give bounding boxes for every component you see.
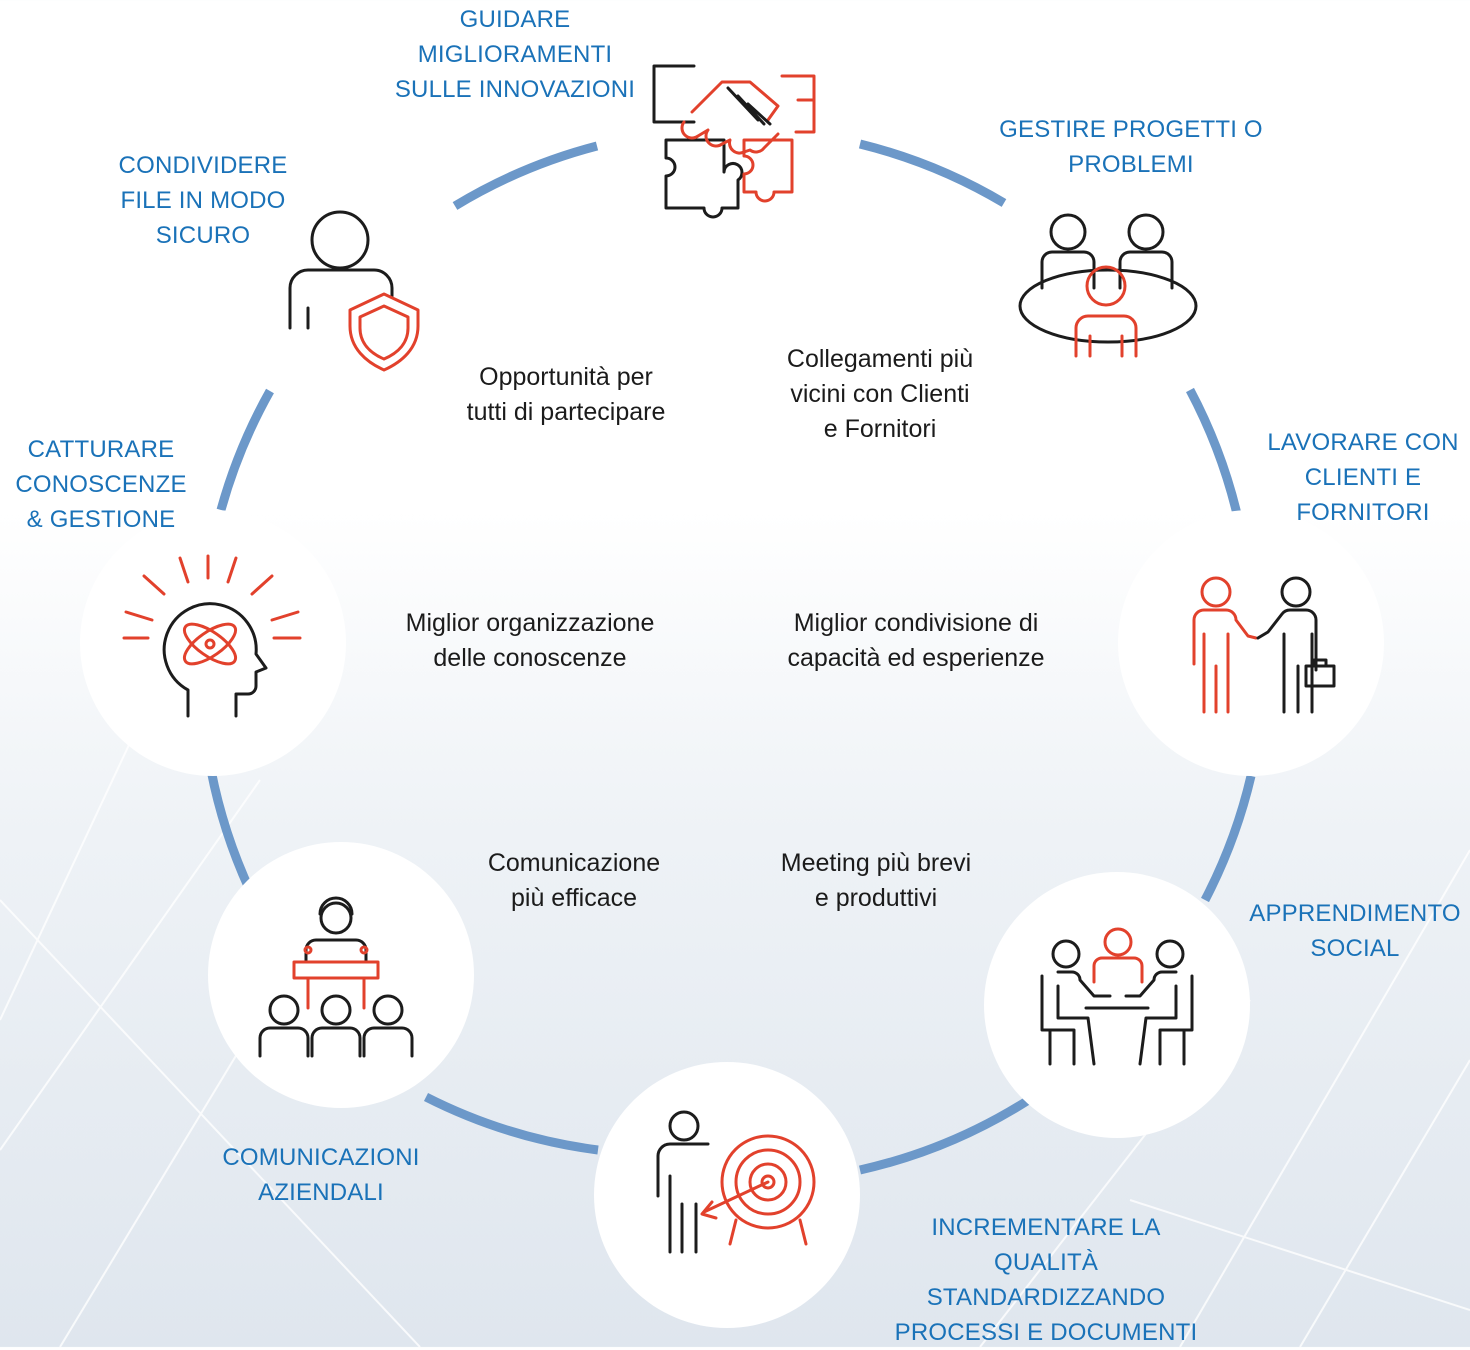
benefit-collegamenti: Collegamenti più vicini con Clienti e Fo… bbox=[786, 345, 974, 443]
group-discussion-icon bbox=[1036, 926, 1198, 1068]
meeting-table-icon bbox=[1018, 210, 1198, 360]
label-qualita: INCREMENTARE LA QUALITÀ STANDARDIZZANDO … bbox=[894, 1214, 1198, 1346]
ring-arc-bottom-left bbox=[423, 1092, 599, 1155]
ring-arc-top-left bbox=[452, 141, 599, 210]
label-social: APPRENDIMENTO SOCIAL bbox=[1249, 900, 1461, 962]
benefit-organizzazione: Miglior organizzazione delle conoscenze bbox=[405, 609, 655, 672]
label-comunicazioni: COMUNICAZIONI AZIENDALI bbox=[222, 1144, 420, 1206]
benefit-partecipare: Opportunità per tutti di partecipare bbox=[466, 363, 666, 426]
user-shield-icon bbox=[284, 204, 424, 374]
benefit-comunicazione: Comunicazione più efficace bbox=[487, 849, 661, 912]
ring-arc-bottom-right bbox=[859, 1097, 1030, 1175]
ring-arc-left-upper bbox=[216, 388, 274, 512]
handshake-puzzle-icon bbox=[652, 60, 817, 219]
ring-arc-right-lower bbox=[1201, 774, 1256, 903]
disc-qualita bbox=[594, 1062, 860, 1328]
target-icon bbox=[652, 1106, 818, 1256]
label-file: CONDIVIDERE FILE IN MODO SICURO bbox=[118, 152, 288, 249]
business-handshake-icon bbox=[1186, 574, 1336, 714]
ring-arc-left-lower bbox=[206, 769, 258, 899]
disc-comunicazioni bbox=[208, 842, 474, 1108]
speaker-audience-icon bbox=[254, 896, 420, 1058]
ring-arc-top-right bbox=[858, 139, 1007, 207]
benefit-meeting: Meeting più brevi e produttivi bbox=[780, 849, 972, 912]
benefit-condivisione: Miglior condivisione di capacità ed espe… bbox=[787, 609, 1045, 672]
disc-social bbox=[984, 872, 1250, 1138]
label-conoscenze: CATTURARE CONOSCENZE & GESTIONE bbox=[15, 436, 187, 533]
disc-clienti bbox=[1118, 510, 1384, 776]
label-innovazioni: GUIDARE MIGLIORAMENTI SULLE INNOVAZIONI bbox=[394, 6, 636, 103]
label-clienti: LAVORARE CON CLIENTI E FORNITORI bbox=[1267, 429, 1459, 526]
label-progetti: GESTIRE PROGETTI O PROBLEMI bbox=[999, 116, 1263, 178]
mind-atom-icon bbox=[122, 554, 302, 720]
